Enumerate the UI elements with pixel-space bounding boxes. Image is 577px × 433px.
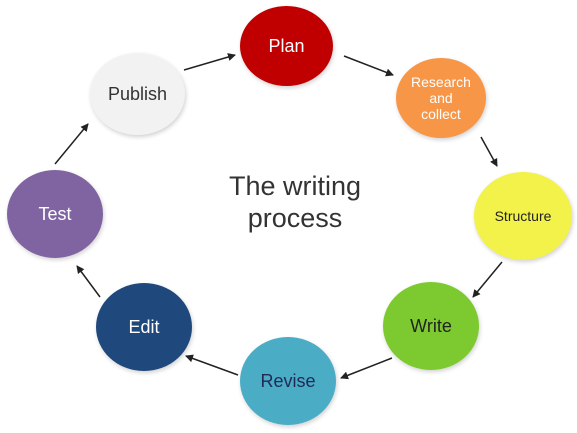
arrow-revise-to-edit (185, 354, 239, 376)
step-publish: Publish (90, 53, 185, 135)
step-write: Write (383, 282, 479, 370)
step-revise: Revise (240, 337, 336, 425)
arrow-research-to-structure (480, 136, 498, 167)
arrow-write-to-revise (340, 357, 393, 380)
step-edit: Edit (96, 283, 192, 371)
step-research-and-collect: Research and collect (396, 58, 486, 138)
step-structure-label: Structure (494, 207, 552, 224)
diagram-title: The writing process (228, 171, 362, 234)
step-publish-label: Publish (107, 83, 168, 104)
step-write-label: Write (410, 315, 452, 336)
arrow-edit-to-test (76, 265, 101, 298)
arrow-publish-to-plan (183, 53, 236, 71)
step-plan: Plan (240, 6, 333, 86)
step-test-label: Test (38, 203, 72, 224)
arrow-plan-to-research (343, 55, 394, 77)
step-test: Test (7, 170, 103, 258)
step-structure: Structure (474, 172, 572, 260)
step-revise-label: Revise (260, 370, 316, 391)
step-plan-label: Plan (268, 35, 305, 56)
step-research-label: Research and collect (411, 73, 471, 123)
step-edit-label: Edit (128, 316, 160, 337)
arrow-test-to-publish (54, 123, 89, 165)
arrow-structure-to-write (472, 261, 503, 298)
